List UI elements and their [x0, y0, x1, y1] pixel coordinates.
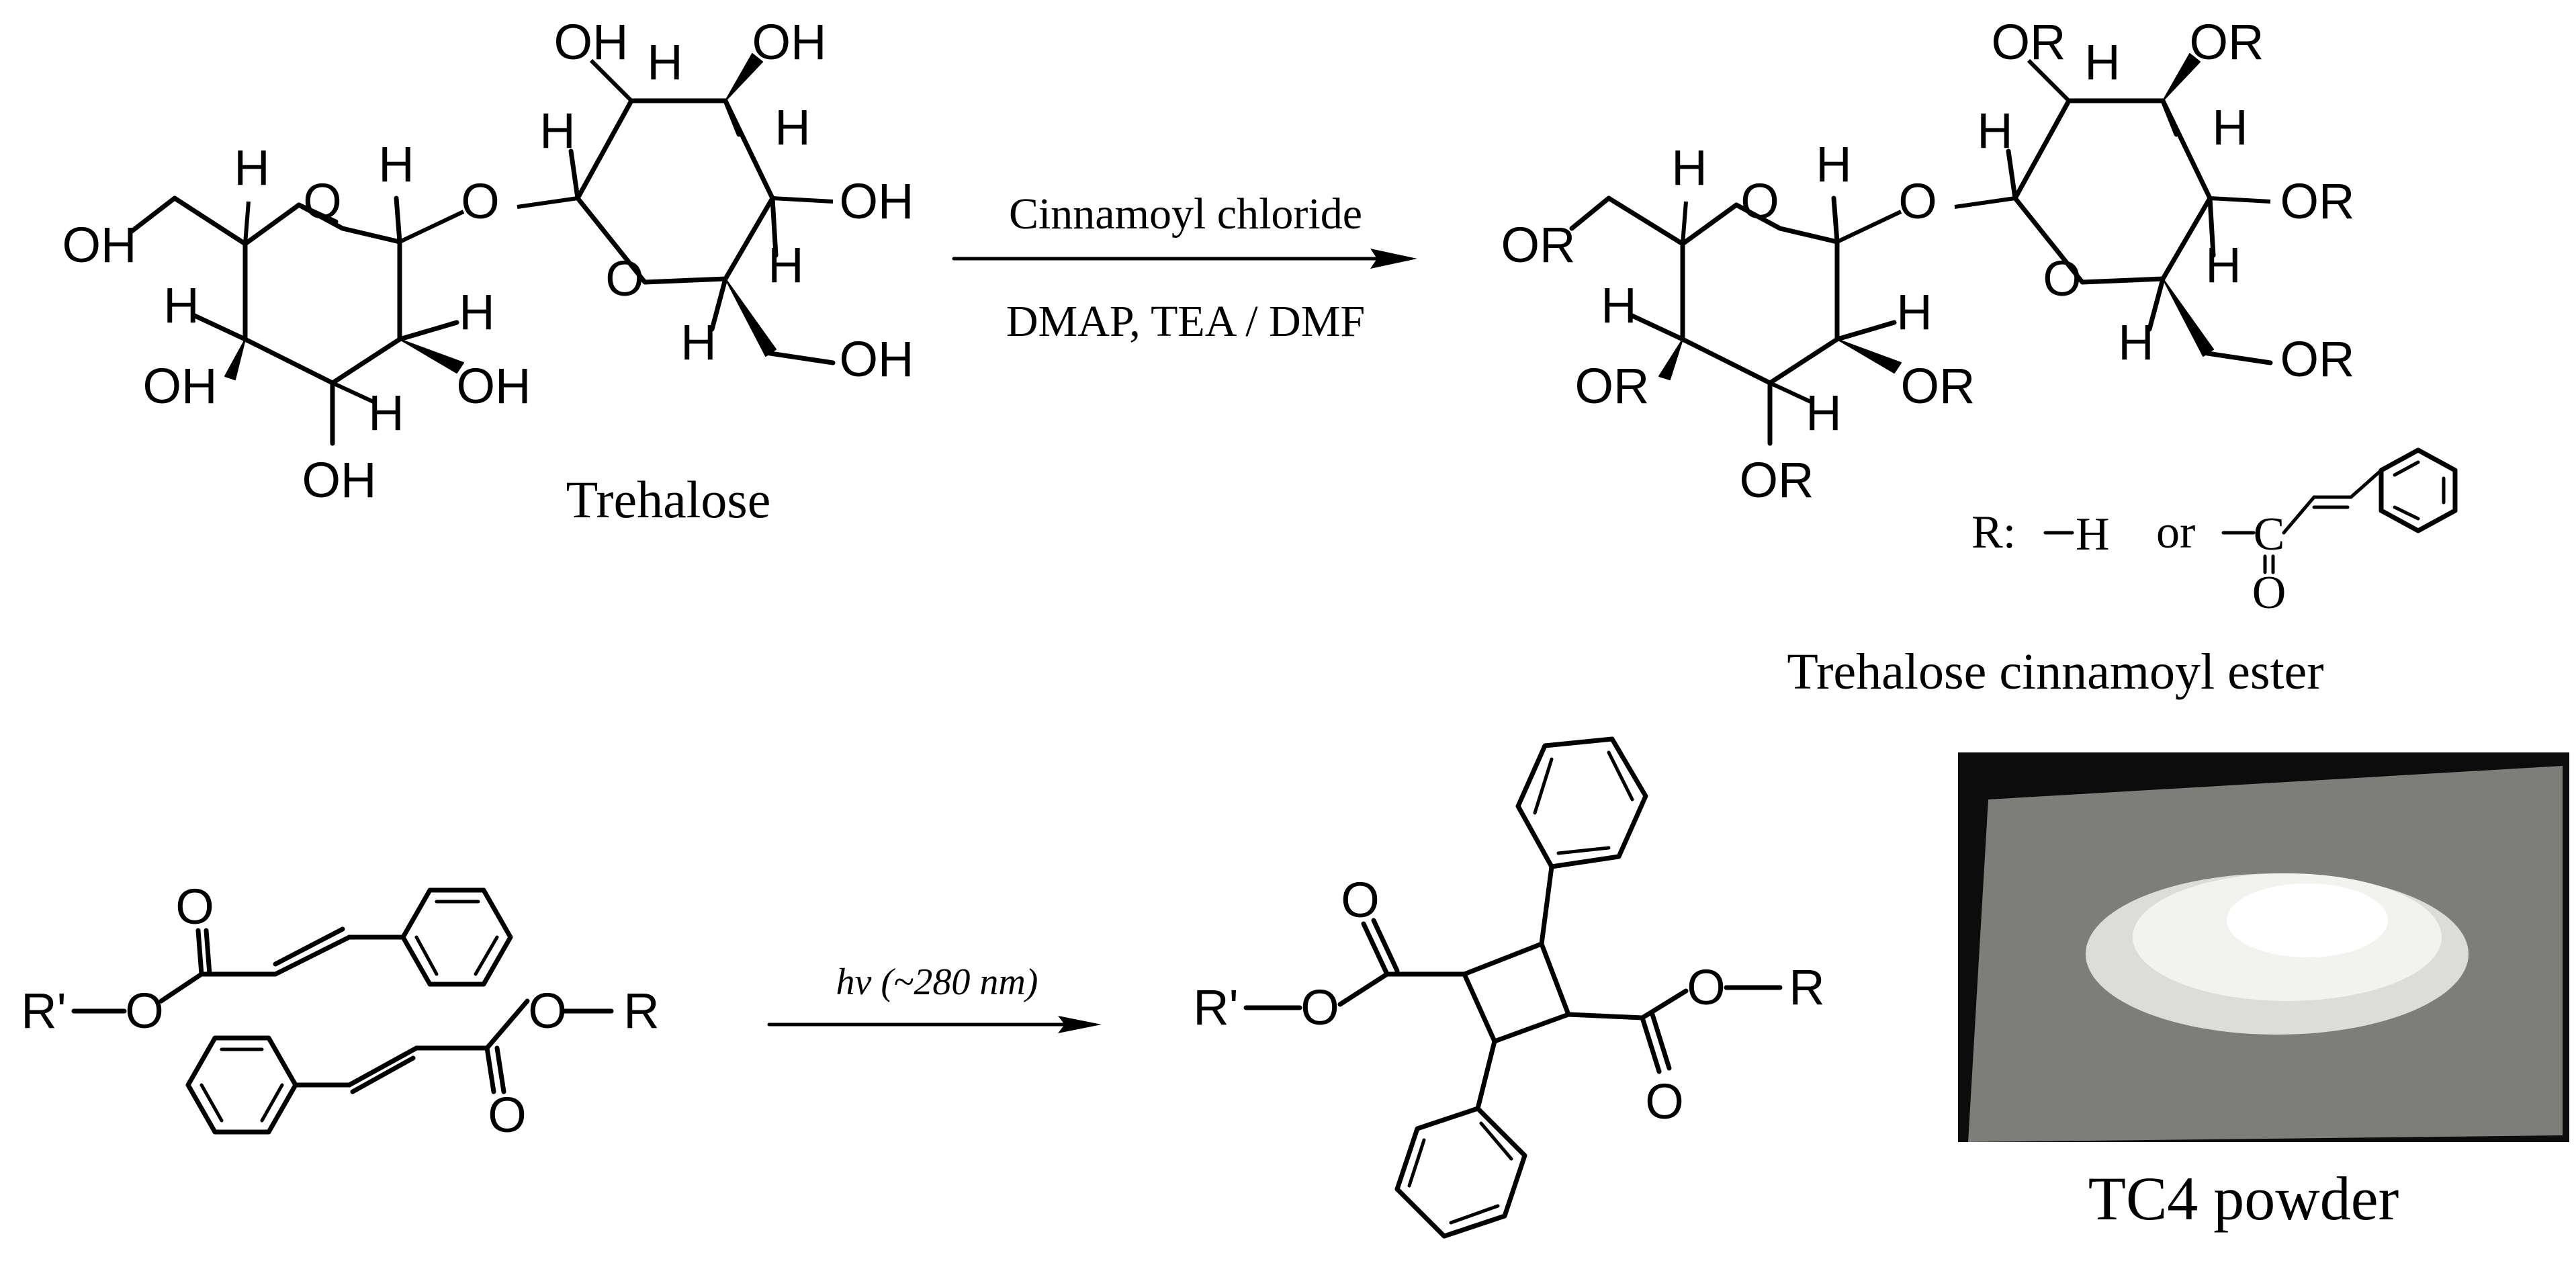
reaction-arrow-2: hν (~280 nm)	[767, 961, 1102, 1033]
phenyl-ring	[1394, 1106, 1527, 1239]
atom-oh: OH	[752, 14, 827, 70]
atom-h: H	[163, 277, 199, 333]
atom-or: OR	[1901, 358, 1975, 414]
atom-o-ring: O	[605, 251, 644, 306]
phenyl-ring	[185, 1035, 298, 1135]
atom-o-bridge: O	[1898, 173, 1937, 229]
atom-r-prime: R'	[21, 983, 66, 1039]
trehalose-left-ring	[242, 202, 402, 386]
atom-r: R	[1789, 959, 1824, 1015]
ester-structure	[1569, 53, 2273, 446]
reaction-arrow-1: Cinnamoyl chloride DMAP, TEA / DMF	[952, 189, 1417, 346]
atom-or: OR	[2280, 173, 2355, 229]
r-group-definition: R: H or C O	[1971, 447, 2458, 619]
atom-or: OR	[1575, 358, 1650, 414]
atom-oh: OH	[554, 14, 629, 70]
trehalose-structure	[128, 53, 836, 446]
phenyl-ring	[1515, 736, 1648, 869]
atom-o: O	[1341, 872, 1380, 928]
r-hydrogen-label: H	[2076, 509, 2110, 560]
atom-h: H	[539, 103, 575, 159]
atom-h: H	[459, 284, 494, 340]
atom-o: O	[125, 983, 164, 1039]
ester-left-ring	[1680, 202, 1840, 386]
atom-h: H	[774, 99, 810, 155]
phenyl-ring	[2379, 447, 2458, 533]
atom-oh: OH	[840, 331, 914, 387]
atom-o-ring: O	[2043, 251, 2082, 306]
atom-h: H	[2084, 34, 2120, 90]
atom-h: H	[2212, 99, 2248, 155]
atom-h: H	[234, 140, 269, 195]
atom-h: H	[1806, 385, 1841, 441]
atom-h: H	[2205, 237, 2241, 293]
conditions-label: DMAP, TEA / DMF	[1006, 297, 1365, 346]
atom-h: H	[1977, 103, 2012, 159]
r-or-label: or	[2156, 507, 2195, 558]
atom-o-ring: O	[1740, 173, 1779, 229]
atom-h: H	[768, 237, 803, 293]
atom-oh: OH	[302, 452, 377, 508]
cyclobutane-ring	[1462, 941, 1571, 1044]
atom-oh: OH	[62, 217, 137, 273]
atom-h: H	[2118, 314, 2153, 370]
irradiation-label: hν (~280 nm)	[836, 961, 1038, 1003]
ester-atom-labels: OR H O H O H OR OR H H OR OR OR H H H OR…	[1501, 14, 2355, 508]
cinnamate-dimer-reactant: R' O O O R O	[21, 879, 660, 1143]
atom-o: O	[1300, 980, 1339, 1035]
atom-h: H	[647, 34, 682, 90]
atom-r: R	[623, 983, 659, 1039]
atom-o-ring: O	[303, 173, 342, 229]
reagent-label: Cinnamoyl chloride	[1009, 189, 1362, 238]
atom-oh: OH	[143, 358, 218, 414]
atom-o: O	[528, 983, 567, 1039]
atom-h: H	[378, 136, 414, 192]
atom-c: C	[2254, 509, 2285, 560]
atom-or: OR	[1740, 452, 1814, 508]
photo-caption: TC4 powder	[2088, 1164, 2399, 1233]
atom-or: OR	[1992, 14, 2066, 70]
atom-or: OR	[2190, 14, 2264, 70]
cyclobutane-product: R' O O O R O	[1193, 736, 1825, 1239]
atom-h: H	[680, 314, 716, 370]
atom-h: H	[1671, 140, 1707, 195]
product-label: Trehalose cinnamoyl ester	[1787, 644, 2323, 700]
atom-h: H	[1816, 136, 1851, 192]
atom-h: H	[368, 385, 404, 441]
atom-r-prime: R'	[1193, 980, 1239, 1035]
atom-oh: OH	[840, 173, 914, 229]
atom-oh: OH	[457, 358, 531, 414]
atom-o: O	[488, 1087, 527, 1143]
atom-or: OR	[1501, 217, 1576, 273]
trehalose-label: Trehalose	[566, 470, 771, 529]
r-definition-label: R:	[1971, 507, 2016, 558]
atom-o: O	[1687, 959, 1726, 1015]
atom-or: OR	[2280, 331, 2355, 387]
phenyl-ring	[400, 887, 513, 987]
trehalose-atom-labels: OH H O H O H OH OH H H OH OH OH H H H OH…	[62, 14, 914, 508]
atom-o: O	[2252, 567, 2286, 619]
tc4-powder-photo	[1958, 752, 2569, 1142]
atom-o-bridge: O	[461, 173, 500, 229]
atom-h: H	[1896, 284, 1932, 340]
atom-o: O	[1645, 1074, 1684, 1129]
atom-h: H	[1601, 277, 1636, 333]
atom-o: O	[175, 879, 214, 934]
